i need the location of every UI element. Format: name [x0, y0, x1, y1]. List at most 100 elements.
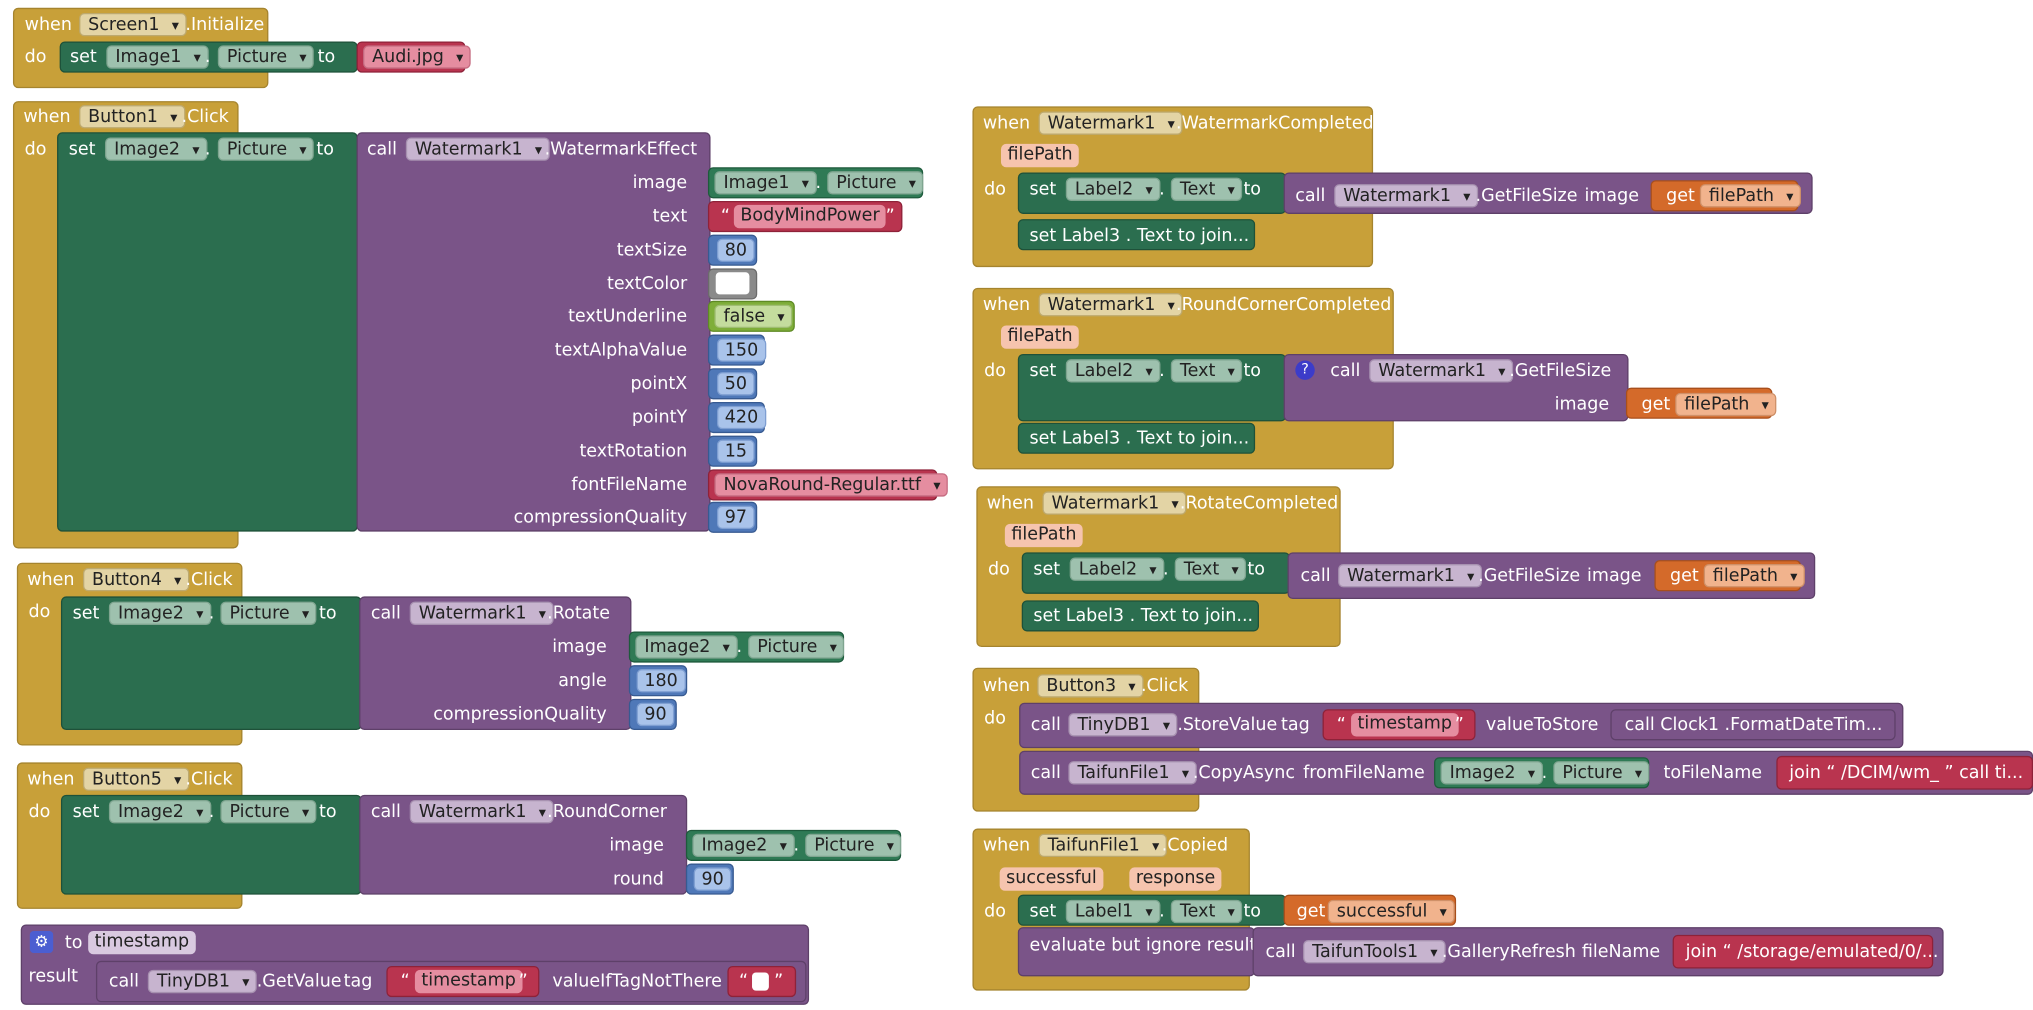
collapsed-clock-format-block[interactable]: [1610, 709, 1896, 741]
property-dropdown-text[interactable]: Text: [1174, 557, 1247, 581]
number-value[interactable]: 90: [636, 702, 675, 727]
component-dropdown-image2[interactable]: Image2: [108, 800, 212, 824]
param-filepath[interactable]: filePath: [1000, 143, 1080, 168]
collapsed-set-label3-block[interactable]: [1017, 422, 1256, 454]
arg-label-fontfilename: fontFileName: [571, 474, 688, 496]
collapsed-block-text: call Clock1 .FormatDateTim...: [1624, 714, 1883, 736]
do-keyword: do: [984, 901, 1006, 922]
procedure-name[interactable]: timestamp: [88, 930, 196, 955]
component-dropdown-taifunfile1[interactable]: TaifunFile1: [1068, 761, 1197, 785]
gear-icon[interactable]: ⚙: [29, 930, 54, 954]
set-keyword: set: [1029, 178, 1057, 200]
component-dropdown-button1[interactable]: Button1: [79, 105, 186, 129]
number-value[interactable]: 15: [717, 439, 755, 463]
help-icon[interactable]: ?: [1295, 360, 1315, 380]
component-dropdown-button3[interactable]: Button3: [1037, 674, 1144, 698]
variable-dropdown-filepath[interactable]: filePath: [1699, 184, 1802, 208]
component-dropdown-image2[interactable]: Image2: [108, 601, 212, 625]
component-dropdown-image2[interactable]: Image2: [1440, 761, 1543, 785]
component-dropdown-label1[interactable]: Label1: [1065, 899, 1161, 924]
number-value[interactable]: 50: [717, 372, 755, 396]
component-dropdown-label2[interactable]: Label2: [1065, 359, 1161, 383]
property-dropdown-picture[interactable]: Picture: [805, 833, 902, 858]
number-value[interactable]: 420: [717, 405, 767, 430]
quote-close: ”: [518, 971, 528, 992]
property-dropdown-picture[interactable]: Picture: [1553, 761, 1650, 785]
to-keyword: to: [318, 602, 337, 624]
call-keyword: call: [366, 138, 398, 160]
component-dropdown-image1[interactable]: Image1: [106, 45, 209, 69]
component-dropdown-label2[interactable]: Label2: [1069, 557, 1165, 581]
text-value[interactable]: timestamp: [1351, 713, 1459, 737]
param-filepath[interactable]: filePath: [1004, 523, 1083, 548]
component-dropdown-watermark1[interactable]: Watermark1: [1042, 491, 1187, 515]
arg-label-textrotation: textRotation: [579, 440, 688, 462]
component-dropdown-tinydb1[interactable]: TinyDB1: [1068, 713, 1178, 737]
collapsed-join-block[interactable]: [1672, 934, 1934, 969]
number-value[interactable]: 150: [717, 338, 767, 362]
param-filepath[interactable]: filePath: [1000, 325, 1080, 349]
variable-dropdown-successful[interactable]: successful: [1327, 899, 1455, 924]
collapsed-set-label3-block[interactable]: [1017, 219, 1256, 251]
component-dropdown-label2[interactable]: Label2: [1065, 177, 1161, 201]
call-watermark-effect-block[interactable]: [356, 132, 711, 532]
font-dropdown[interactable]: NovaRound-Regular.ttf: [714, 473, 949, 497]
property-dropdown-text[interactable]: Text: [1170, 177, 1243, 201]
collapsed-set-label3-block[interactable]: [1021, 600, 1259, 632]
property-dropdown-picture[interactable]: Picture: [217, 45, 315, 69]
component-dropdown-watermark1[interactable]: Watermark1: [1338, 564, 1483, 588]
variable-dropdown-filepath[interactable]: filePath: [1703, 564, 1806, 588]
property-dropdown-picture[interactable]: Picture: [220, 601, 317, 625]
param-successful[interactable]: successful: [999, 867, 1104, 891]
result-keyword: result: [28, 965, 79, 987]
component-dropdown-watermark1[interactable]: Watermark1: [409, 601, 554, 625]
set-keyword: set: [72, 602, 100, 624]
component-dropdown-taifuntools1[interactable]: TaifunTools1: [1303, 940, 1446, 964]
method-name: .Rotate: [547, 602, 611, 624]
event-name: .Click: [185, 768, 233, 790]
collapsed-block-text: join “ /storage/emulated/0/...: [1685, 941, 1939, 963]
property-dropdown-text[interactable]: Text: [1170, 359, 1243, 383]
number-value[interactable]: 97: [717, 505, 755, 530]
component-dropdown-button4[interactable]: Button4: [82, 567, 190, 592]
asset-dropdown-audi[interactable]: Audi.jpg: [363, 45, 472, 69]
empty-text-field[interactable]: [752, 972, 769, 991]
evaluate-ignore-block[interactable]: [1017, 927, 1256, 977]
property-dropdown-picture[interactable]: Picture: [217, 137, 315, 161]
component-dropdown-image1[interactable]: Image1: [714, 171, 817, 195]
property-dropdown-picture[interactable]: Picture: [220, 800, 317, 824]
property-dropdown-picture[interactable]: Picture: [827, 171, 924, 195]
arg-label-round: round: [613, 868, 664, 890]
number-value[interactable]: 180: [636, 669, 686, 693]
collapsed-block-text: set Label3 . Text to join...: [1033, 605, 1254, 627]
component-dropdown-watermark1[interactable]: Watermark1: [1334, 184, 1479, 208]
component-dropdown-watermark1[interactable]: Watermark1: [409, 800, 554, 824]
number-value[interactable]: 90: [693, 867, 732, 891]
boolean-dropdown-false[interactable]: false: [714, 304, 793, 329]
component-dropdown-watermark1[interactable]: Watermark1: [1369, 359, 1514, 383]
param-response[interactable]: response: [1129, 867, 1222, 891]
component-dropdown-button5[interactable]: Button5: [82, 767, 190, 791]
property-dropdown-picture[interactable]: Picture: [748, 635, 845, 659]
number-value[interactable]: 80: [717, 238, 755, 262]
component-dropdown-watermark1[interactable]: Watermark1: [1038, 111, 1183, 135]
property-dropdown-text[interactable]: Text: [1170, 899, 1243, 924]
set-block-image2-picture[interactable]: [57, 132, 358, 532]
component-dropdown-watermark1[interactable]: Watermark1: [1038, 293, 1183, 317]
collapsed-join-block[interactable]: [1776, 755, 2033, 790]
variable-dropdown-filepath[interactable]: filePath: [1675, 392, 1777, 417]
text-value[interactable]: BodyMindPower: [733, 204, 887, 229]
component-dropdown-image2[interactable]: Image2: [635, 635, 738, 659]
component-dropdown-image2[interactable]: Image2: [692, 833, 795, 858]
component-dropdown-watermark1[interactable]: Watermark1: [405, 137, 550, 161]
arg-label-compressionquality: compressionQuality: [513, 506, 688, 528]
color-swatch-white[interactable]: [715, 272, 750, 295]
component-dropdown-tinydb1[interactable]: TinyDB1: [147, 969, 258, 994]
component-dropdown-screen1[interactable]: Screen1: [79, 12, 187, 37]
component-dropdown-taifunfile1[interactable]: TaifunFile1: [1038, 833, 1168, 858]
component-dropdown-image2[interactable]: Image2: [105, 137, 208, 161]
text-value[interactable]: timestamp: [414, 969, 523, 994]
to-keyword: to: [1243, 360, 1262, 382]
quote-open: “: [720, 206, 730, 227]
